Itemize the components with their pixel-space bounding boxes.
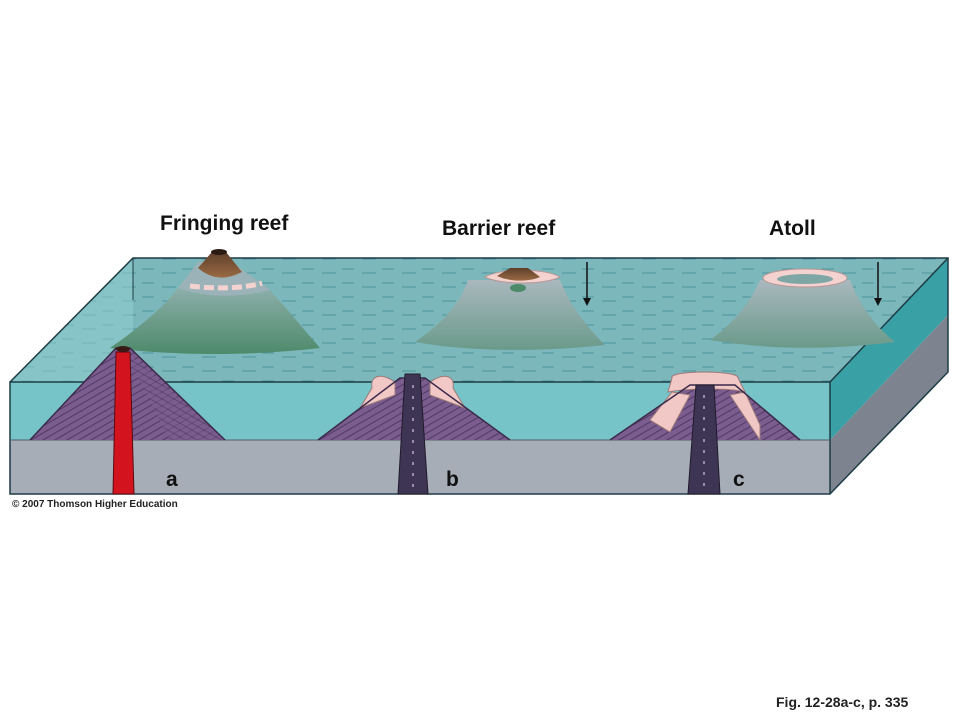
- volcano-cross-section-a: [29, 346, 226, 495]
- fringing-reef-island: [110, 249, 320, 354]
- atoll-island: [710, 268, 895, 348]
- water-right-side: [830, 258, 948, 440]
- barrier-reef-island: [415, 268, 605, 350]
- stage-title-atoll: Atoll: [769, 217, 816, 240]
- stage-title-barrier-reef: Barrier reef: [442, 217, 556, 240]
- stage-letter-a: a: [166, 468, 178, 491]
- stage-title-fringing-reef: Fringing reef: [160, 212, 289, 235]
- cooled-conduit-b: [397, 373, 429, 495]
- volcano-cross-section-c: [609, 371, 801, 495]
- stage-letter-c: c: [733, 468, 745, 491]
- ground-right-side: [830, 315, 948, 494]
- volcano-cross-section-b: [317, 373, 511, 495]
- magma-conduit-a: [112, 351, 135, 495]
- figure-reference: Fig. 12-28a-c, p. 335: [776, 694, 909, 710]
- stage-letter-b: b: [446, 468, 459, 491]
- copyright-notice: © 2007 Thomson Higher Education: [12, 499, 178, 510]
